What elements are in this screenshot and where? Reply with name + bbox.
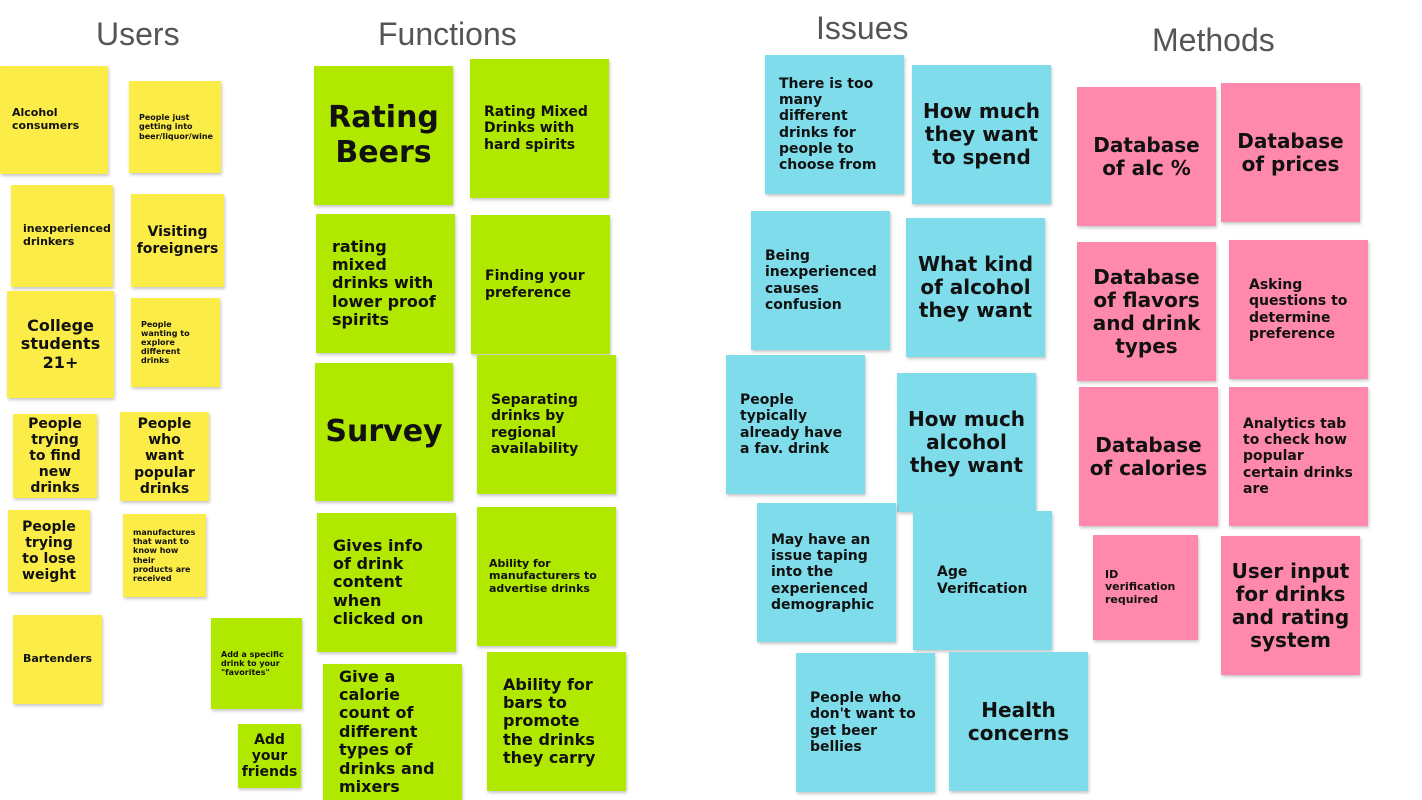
sticky-note-user[interactable]: People trying to find new drinks: [13, 414, 97, 498]
note-text: ID verification required: [1105, 567, 1176, 606]
note-text: May have an issue taping into the experi…: [771, 532, 875, 613]
note-text: Bartenders: [22, 652, 93, 666]
sticky-note-user[interactable]: Bartenders: [13, 615, 102, 704]
sticky-note-function[interactable]: Add a specific drink to your "favorites": [211, 618, 302, 709]
sticky-note-function[interactable]: Gives info of drink content when clicked…: [317, 513, 456, 652]
note-text: Rating Mixed Drinks with hard spirits: [484, 104, 588, 153]
note-text: Gives info of drink content when clicked…: [333, 535, 424, 629]
note-text: Visiting foreigners: [136, 224, 219, 257]
note-text: People who don't want to get beer bellie…: [810, 690, 916, 755]
note-text: Add a specific drink to your "favorites": [221, 649, 284, 678]
note-text: inexperienced drinkers: [23, 222, 111, 248]
issues-heading: Issues: [816, 10, 909, 46]
note-text: Age Verification: [937, 564, 1028, 597]
sticky-note-method[interactable]: Database of flavors and drink types: [1077, 242, 1216, 381]
sticky-note-user[interactable]: People trying to lose weight: [8, 510, 90, 592]
sticky-note-user[interactable]: inexperienced drinkers: [11, 185, 113, 287]
note-text: Give a calorie count of different types …: [339, 666, 435, 796]
note-text: Database of flavors and drink types: [1092, 264, 1201, 358]
sticky-note-method[interactable]: Analytics tab to check how popular certa…: [1229, 387, 1368, 526]
note-text: Separating drinks by regional availabili…: [491, 392, 579, 457]
sticky-note-method[interactable]: Database of calories: [1079, 387, 1218, 526]
sticky-note-issue[interactable]: Health concerns: [949, 652, 1088, 791]
note-text: There is too many different drinks for p…: [779, 76, 877, 173]
sticky-note-method[interactable]: User input for drinks and rating system: [1221, 536, 1360, 675]
sticky-note-user[interactable]: College students 21+: [7, 291, 114, 398]
users-heading: Users: [96, 16, 180, 52]
note-text: Health concerns: [967, 697, 1070, 745]
note-text: People typically already have a fav. dri…: [740, 392, 843, 457]
sticky-note-issue[interactable]: There is too many different drinks for p…: [765, 55, 904, 194]
note-text: Rating Beers: [328, 100, 439, 170]
sticky-note-function[interactable]: Ability for manufacturers to advertise d…: [477, 507, 616, 646]
functions-heading: Functions: [378, 16, 517, 52]
sticky-note-function[interactable]: Rating Beers: [314, 66, 453, 205]
sticky-note-issue[interactable]: How much they want to spend: [912, 65, 1051, 204]
note-text: Database of calories: [1089, 432, 1208, 480]
note-text: People trying to find new drinks: [28, 415, 82, 497]
sticky-note-user[interactable]: Alcohol consumers: [0, 66, 108, 174]
sticky-note-issue[interactable]: People who don't want to get beer bellie…: [796, 653, 935, 792]
sticky-note-function[interactable]: Rating Mixed Drinks with hard spirits: [470, 59, 609, 198]
sticky-note-issue[interactable]: How much alcohol they want: [897, 373, 1036, 512]
sticky-note-function[interactable]: Add your friends: [238, 724, 301, 788]
sticky-note-method[interactable]: ID verification required: [1093, 535, 1198, 640]
note-text: rating mixed drinks with lower proof spi…: [332, 236, 436, 330]
note-text: People wanting to explore different drin…: [141, 319, 190, 366]
sticky-note-issue[interactable]: May have an issue taping into the experi…: [757, 503, 896, 642]
note-text: User input for drinks and rating system: [1231, 558, 1350, 652]
note-text: Asking questions to determine preference: [1249, 277, 1348, 342]
sticky-note-user[interactable]: People wanting to explore different drin…: [131, 298, 220, 387]
sticky-note-user[interactable]: People who want popular drinks: [120, 412, 209, 501]
sticky-note-function[interactable]: Finding your preference: [471, 215, 610, 354]
note-text: Survey: [325, 413, 443, 449]
note-text: Being inexperienced causes confusion: [765, 248, 877, 313]
note-text: Analytics tab to check how popular certa…: [1243, 416, 1353, 497]
sticky-note-issue[interactable]: Being inexperienced causes confusion: [751, 211, 890, 350]
note-text: Add your friends: [241, 731, 298, 781]
note-text: Ability for bars to promote the drinks t…: [503, 674, 596, 768]
sticky-note-issue[interactable]: What kind of alcohol they want: [906, 218, 1045, 357]
sticky-note-user[interactable]: Visiting foreigners: [131, 194, 224, 287]
note-text: College students 21+: [20, 315, 101, 372]
sticky-note-function[interactable]: rating mixed drinks with lower proof spi…: [316, 214, 455, 353]
note-text: People trying to lose weight: [22, 518, 76, 584]
note-text: How much alcohol they want: [907, 407, 1026, 477]
note-text: Alcohol consumers: [12, 106, 80, 132]
sticky-note-method[interactable]: Database of prices: [1221, 83, 1360, 222]
note-text: Ability for manufacturers to advertise d…: [489, 556, 597, 595]
sticky-note-function[interactable]: Separating drinks by regional availabili…: [477, 355, 616, 494]
sticky-note-user[interactable]: manufactures that want to know how their…: [123, 514, 206, 597]
note-text: Database of alc %: [1093, 132, 1200, 180]
note-text: People just getting into beer/liquor/win…: [139, 113, 213, 141]
note-text: Finding your preference: [485, 268, 585, 301]
sticky-note-method[interactable]: Asking questions to determine preference: [1229, 240, 1368, 379]
sticky-note-function[interactable]: Ability for bars to promote the drinks t…: [487, 652, 626, 791]
note-text: What kind of alcohol they want: [917, 252, 1034, 322]
sticky-note-function[interactable]: Give a calorie count of different types …: [323, 664, 462, 800]
note-text: People who want popular drinks: [134, 416, 195, 497]
methods-heading: Methods: [1152, 22, 1275, 58]
note-text: How much they want to spend: [922, 99, 1041, 169]
note-text: Database of prices: [1237, 128, 1344, 176]
sticky-note-function[interactable]: Survey: [315, 363, 453, 501]
sticky-note-issue[interactable]: People typically already have a fav. dri…: [726, 355, 865, 494]
sticky-note-user[interactable]: People just getting into beer/liquor/win…: [129, 81, 221, 173]
note-text: manufactures that want to know how their…: [133, 527, 196, 583]
sticky-note-method[interactable]: Database of alc %: [1077, 87, 1216, 226]
sticky-note-issue[interactable]: Age Verification: [913, 511, 1052, 650]
